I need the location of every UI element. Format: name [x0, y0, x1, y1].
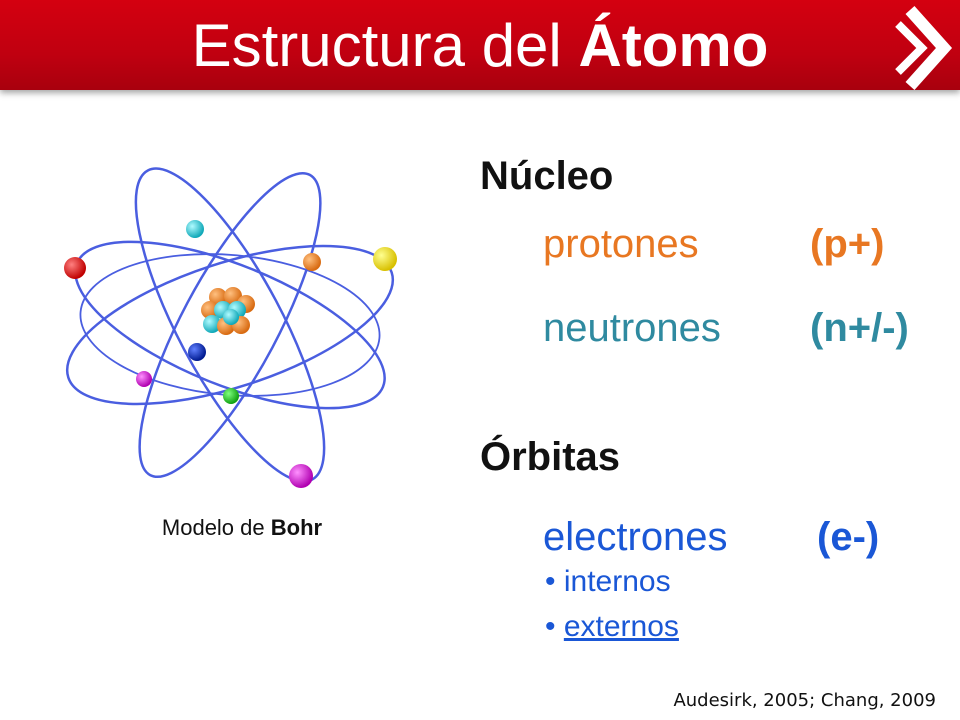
term-protones: protones	[543, 222, 699, 266]
title-emphasis: Átomo	[578, 12, 769, 79]
symbol-electrones: (e-)	[817, 515, 880, 559]
caption-emphasis: Bohr	[270, 515, 323, 540]
nucleus-heading: Núcleo	[480, 154, 614, 198]
caption-prefix: Modelo de	[161, 515, 265, 540]
slide-title: Estructura del Átomo	[0, 6, 960, 86]
title-bar: Estructura del Átomo	[0, 0, 960, 91]
chevron-right-icon	[895, 5, 953, 91]
orbits-heading: Órbitas	[480, 435, 621, 479]
bohr-atom-diagram	[64, 167, 397, 488]
term-electrones: electrones	[543, 515, 728, 559]
symbol-neutrones: (n+/-)	[810, 306, 909, 350]
bullet-externos: • externos	[545, 610, 679, 643]
bullet-internos: • internos	[545, 565, 671, 598]
symbol-protones: (p+)	[810, 222, 885, 266]
title-prefix: Estructura del	[191, 12, 562, 79]
nucleus-cluster	[201, 287, 255, 335]
externos-link[interactable]: externos	[563, 610, 679, 643]
electrons	[64, 220, 397, 488]
citation: Audesirk, 2005; Chang, 2009	[673, 690, 936, 711]
term-neutrones: neutrones	[543, 306, 721, 350]
bullet-internos-text: internos	[563, 565, 671, 598]
diagram-caption: Modelo de Bohr	[92, 515, 392, 541]
